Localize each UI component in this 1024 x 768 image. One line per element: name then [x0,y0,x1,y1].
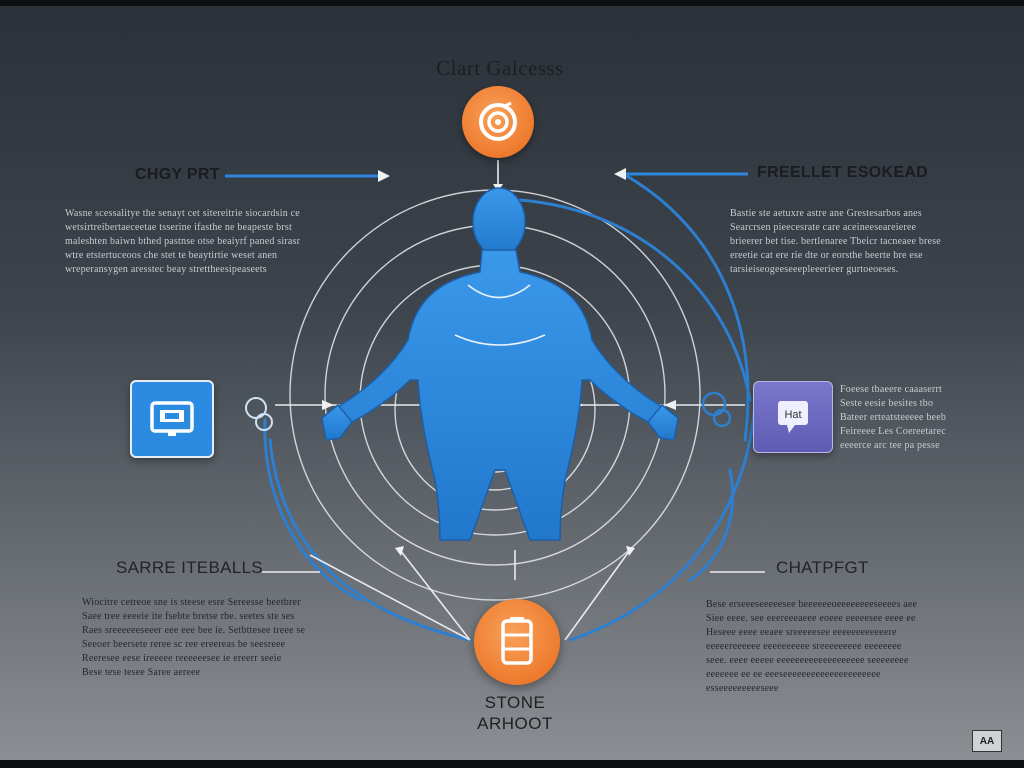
diagram-title: Clart Galcesss [436,56,564,80]
bottom-node[interactable] [474,599,560,685]
chain-right [701,391,732,428]
chest-line-upper [467,284,531,299]
chain-left-ring-2 [255,413,273,431]
arrowhead-center-right [664,400,676,410]
paragraph-line: Bese tese tesee Saree aereee [82,667,201,678]
figure-hand-right [647,403,679,441]
connector-far-left [309,554,471,641]
paragraph-line: esseeeeeeeeeseee [706,683,779,694]
arrow-top-left-head [378,170,390,182]
arrowhead-bottom-right [626,546,635,556]
human-figure [321,187,679,541]
paragraph-bottom-left: Wiocitre cetreoe sne is steese esre Sere… [82,596,342,680]
figure-torso [331,249,669,541]
top-border [0,0,1024,6]
paragraph-top-right: Bastie ste aetuxre astre ane Grestesarbo… [730,207,960,277]
chat-icon-text: Hat [784,409,801,421]
connector-bottom-left [399,549,471,641]
paragraph-line: Wasne scessalitye the senayt cet siterei… [65,208,300,219]
right-node[interactable]: Hat [753,381,833,453]
paragraph-line: Siee eeee. see eeereeeaeee eoeee eeeeese… [706,613,916,624]
label-bottom-left: SARRE ITEBALLS [116,558,263,577]
paragraph-line: tarsieiseogeeseeepleeerieer gurtoeoeses. [730,264,899,275]
paragraph-line: Raes sreeeeeeseeer eee eee bee ie. Setbt… [82,625,306,636]
blue-arcs [263,173,757,642]
paragraph-line: eeeeeee ee ee eeeseeeeeeeeeeeeeeeeeeeee [706,669,881,680]
arrow-top-right-head [614,168,626,180]
corner-badge: AA [972,730,1002,752]
arrowhead-center-left [322,400,334,410]
storage-icon [501,617,533,665]
arc-right-upper [518,198,752,402]
bottom-node-caption-line2: ARHOOT [477,714,553,733]
label-bottom-right: CHATPFGT [776,558,869,577]
arc-right-lower [568,398,757,642]
paragraph-line: Bastie ste aetuxre astre ane Grestesarbo… [730,208,922,219]
paragraph-line: Bese erseeeseeeeesee beeeeeeoeeeeeeeesee… [706,599,918,610]
paragraph-line: maleshten baiwn bthed pastnse otse beaiy… [65,236,300,247]
figure-hand-left [321,403,353,441]
arc-left-mid [263,418,362,602]
paragraph-line: Saee tree eeeeie ite fsebte bretse rbe. … [82,611,295,622]
paragraph-top-left: Wasne scessalitye the senayt cet siterei… [65,207,300,277]
arc-right-outer [623,173,750,442]
chain-right-ring-2 [712,408,732,428]
paragraph-line: Seste eesie besites tbo [840,398,934,409]
paragraph-line: wreperansygen aresstec beay strettheesip… [65,264,267,275]
paragraph-line: seee. eeee eeeee eeeeeeeeeeeeeeeeeee see… [706,655,909,666]
paragraph-line: eeeerce arc tee pa pesse [840,440,940,451]
connectors [262,160,765,641]
connector-bottom-right [564,549,631,641]
paragraph-line: Seeoer beersete reree sc ree ereereas be… [82,639,286,650]
chain-right-ring-1 [701,391,727,417]
bottom-border [0,760,1024,768]
arrowhead-bottom-left [395,546,404,556]
paragraph-line: Wiocitre cetreoe sne is steese esre Sere… [82,597,301,608]
target-icon [479,101,517,141]
arc-right-loop [688,468,735,582]
label-top-left: CHGY PRT [135,166,220,183]
label-arrows [225,168,748,182]
paragraph-line: Foeese tbaeere caaaserrt [840,384,942,395]
paragraph-line: Bateer erteatsteeeee beeb [840,412,947,423]
paragraph-line: Searcrsen pieecesrate care aceineesearei… [730,222,917,233]
figure-chest-lines [454,284,546,346]
paragraph-bottom-right: Bese erseeeseeeeesee beeeeeeoeeeeeeeesee… [706,598,961,696]
left-node[interactable] [130,380,214,458]
paragraph-line: wtre etstertuceoos che stet te beaytirti… [65,250,278,261]
chain-left [245,397,273,431]
paragraph-line: Heseee eeee eeaee sreeeeesee eeeeeeeeeee… [706,627,897,638]
figure-head [472,187,526,257]
chat-icon: Hat [778,401,808,433]
paragraph-mid-right: Foeese tbaeere caaaserrt Seste eesie bes… [840,383,950,453]
paragraph-line: wetsirtreibertaeceetae tsserine ifasthe … [65,222,292,233]
label-top-right: FREELLET ESOKEAD [757,164,929,181]
paragraph-line: eeeeereeeeee eeeeeeeeee sreeeeeeeee eeee… [706,641,902,652]
chest-line-lower [454,334,546,346]
paragraph-line: Feireeee Les Coereetarec [840,426,946,437]
top-node[interactable] [462,86,534,158]
paragraph-line: brieerer bet tise. bertlenaree Tbeicr ta… [730,236,941,247]
monitor-icon [150,401,194,436]
arc-left-lower [268,438,472,642]
bottom-node-caption-line1: STONE [484,693,546,712]
paragraph-line: ereetie cat ere rie dte or eorsthe beert… [730,250,923,261]
paragraph-line: Reeresee eese ireeeee reeeeeesee ie eree… [82,653,282,664]
